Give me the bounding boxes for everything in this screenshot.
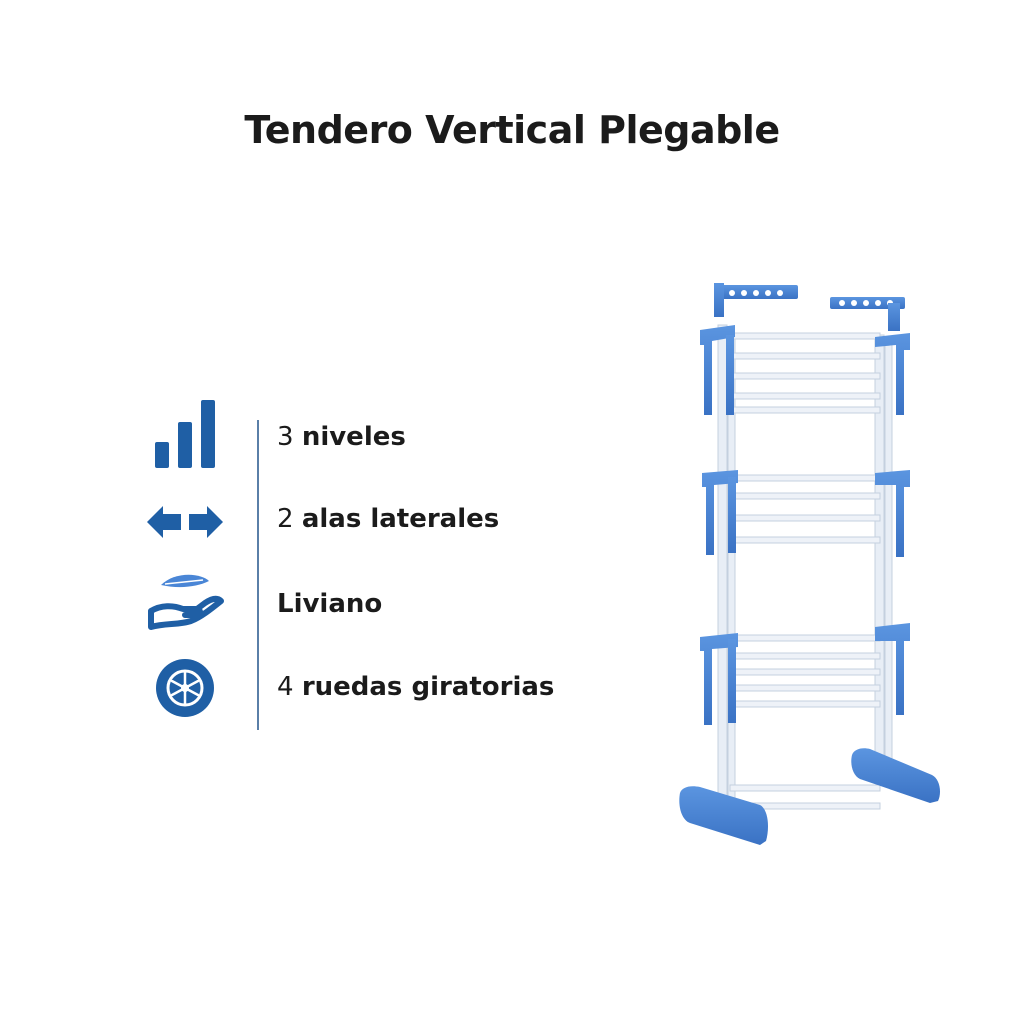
feature-number: 4 — [277, 672, 294, 702]
wheel-icon — [145, 648, 225, 728]
feature-label: 3 niveles — [277, 422, 406, 452]
feather-hand-icon — [145, 565, 225, 645]
feature-label: 2 alas laterales — [277, 504, 499, 534]
bar-chart-icon — [145, 398, 225, 478]
feature-number: 2 — [277, 504, 294, 534]
feature-label: 4 ruedas giratorias — [277, 672, 554, 702]
feature-wheels: 4 ruedas giratorias — [0, 648, 600, 728]
feature-number: 3 — [277, 422, 294, 452]
feature-text: Liviano — [277, 589, 383, 619]
feature-text: alas laterales — [301, 504, 500, 534]
feature-levels: 3 niveles — [0, 398, 600, 478]
feature-text: niveles — [301, 422, 406, 452]
double-arrow-icon — [145, 482, 225, 562]
feature-light: Liviano — [0, 565, 600, 645]
page-title: Tendero Vertical Plegable — [244, 108, 780, 152]
vertical-divider — [257, 420, 259, 730]
feature-text: ruedas giratorias — [301, 672, 555, 702]
feature-label: Liviano — [277, 589, 382, 619]
feature-wings: 2 alas laterales — [0, 482, 600, 562]
drying-rack-image — [670, 275, 960, 865]
